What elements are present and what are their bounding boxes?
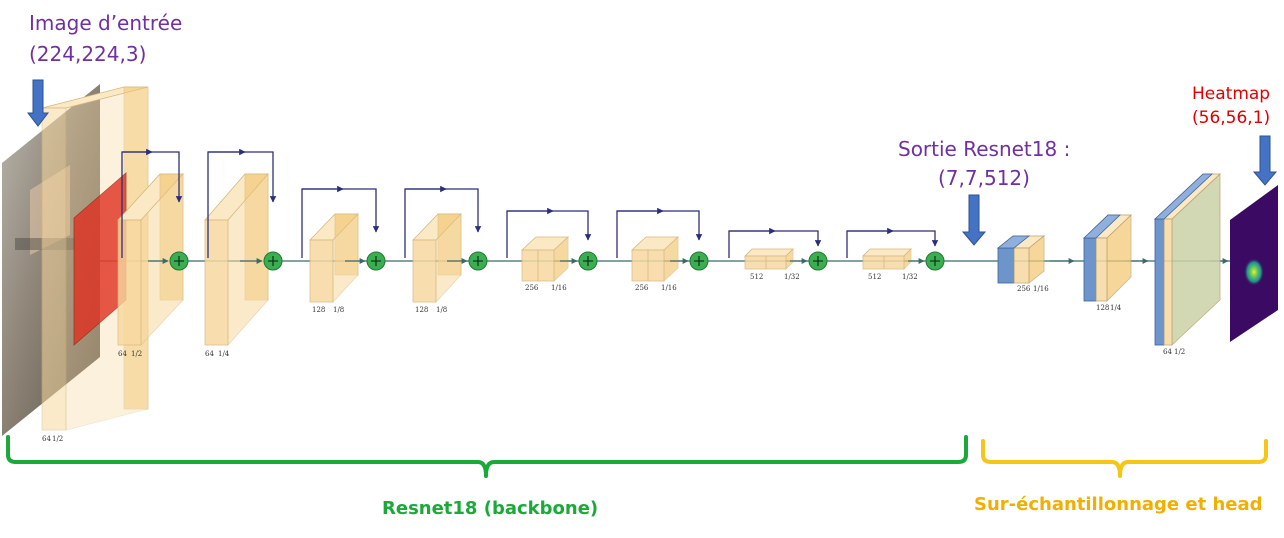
resnet-output-title: Sortie Resnet18 : xyxy=(898,137,1071,161)
stage1-input-scale-label: 1/2 xyxy=(131,350,142,358)
skip-connections xyxy=(121,148,939,258)
up3-scale-label: 1/2 xyxy=(1174,348,1185,356)
up3-channels-label: 64 xyxy=(1163,348,1172,356)
stage1-channels-label: 64 xyxy=(205,350,214,358)
stage3a-channels-label: 256 xyxy=(525,284,539,292)
up2-scale-label: 1/4 xyxy=(1110,304,1122,312)
plus-circle-icon xyxy=(366,251,386,271)
input-title: Image d’entrée xyxy=(29,11,183,35)
upsample-block-3 xyxy=(1153,173,1222,346)
plus-circle-icon xyxy=(263,251,283,271)
plus-circle-icon xyxy=(578,251,598,271)
stage3a-block xyxy=(520,236,570,282)
stage3b-scale-label: 1/16 xyxy=(661,284,677,292)
output-heatmap xyxy=(1230,185,1278,342)
stage1-input-block xyxy=(117,172,184,347)
stage4b-channels-label: 512 xyxy=(868,273,881,281)
plus-circle-icon xyxy=(169,251,189,271)
input-channels-label: 64 xyxy=(42,435,51,443)
stage3b-channels-label: 256 xyxy=(635,284,649,292)
plus-circle-icon xyxy=(925,251,945,271)
stage3a-scale-label: 1/16 xyxy=(551,284,567,292)
resnet-output-shape: (7,7,512) xyxy=(938,166,1030,190)
stage2a-block xyxy=(309,213,359,304)
plus-circle-icon xyxy=(468,251,488,271)
stage4a-channels-label: 512 xyxy=(750,273,763,281)
backbone-brace xyxy=(6,435,968,478)
up1-channels-label: 256 xyxy=(1017,285,1031,293)
head-brace xyxy=(981,439,1268,478)
stage2b-scale-label: 1/8 xyxy=(436,306,447,314)
input-down-arrow-icon xyxy=(26,79,50,127)
input-shape: (224,224,3) xyxy=(29,42,147,66)
up2-channels-label: 128 xyxy=(1096,304,1109,312)
stage4b-block xyxy=(862,248,912,270)
heatmap-shape: (56,56,1) xyxy=(1192,108,1271,128)
stage2b-channels-label: 128 xyxy=(415,306,428,314)
upsample-block-2 xyxy=(1083,214,1132,302)
stage4a-block xyxy=(744,248,794,270)
heatmap-title: Heatmap xyxy=(1192,84,1271,104)
stage1-scale-label: 1/4 xyxy=(218,350,230,358)
stage2a-scale-label: 1/8 xyxy=(333,306,344,314)
stage2b-block xyxy=(412,213,462,304)
stage4a-scale-label: 1/32 xyxy=(784,273,800,281)
backbone-label: Resnet18 (backbone) xyxy=(382,498,599,519)
upsample-block-1 xyxy=(996,235,1046,284)
stage4b-scale-label: 1/32 xyxy=(902,273,918,281)
stage2a-channels-label: 128 xyxy=(312,306,325,314)
plus-circle-icon xyxy=(689,251,709,271)
stage3b-block xyxy=(630,236,680,282)
head-label: Sur-échantillonnage et head xyxy=(974,494,1263,515)
up1-scale-label: 1/16 xyxy=(1033,285,1049,293)
resnet-output-down-arrow-icon xyxy=(961,194,987,246)
residual-add-nodes xyxy=(169,251,945,271)
stage1-input-channels-label: 64 xyxy=(118,350,127,358)
input-scale-label: 1/2 xyxy=(52,435,63,443)
plus-circle-icon xyxy=(808,251,828,271)
heatmap-down-arrow-icon xyxy=(1252,135,1278,186)
stage1-block xyxy=(204,172,269,347)
